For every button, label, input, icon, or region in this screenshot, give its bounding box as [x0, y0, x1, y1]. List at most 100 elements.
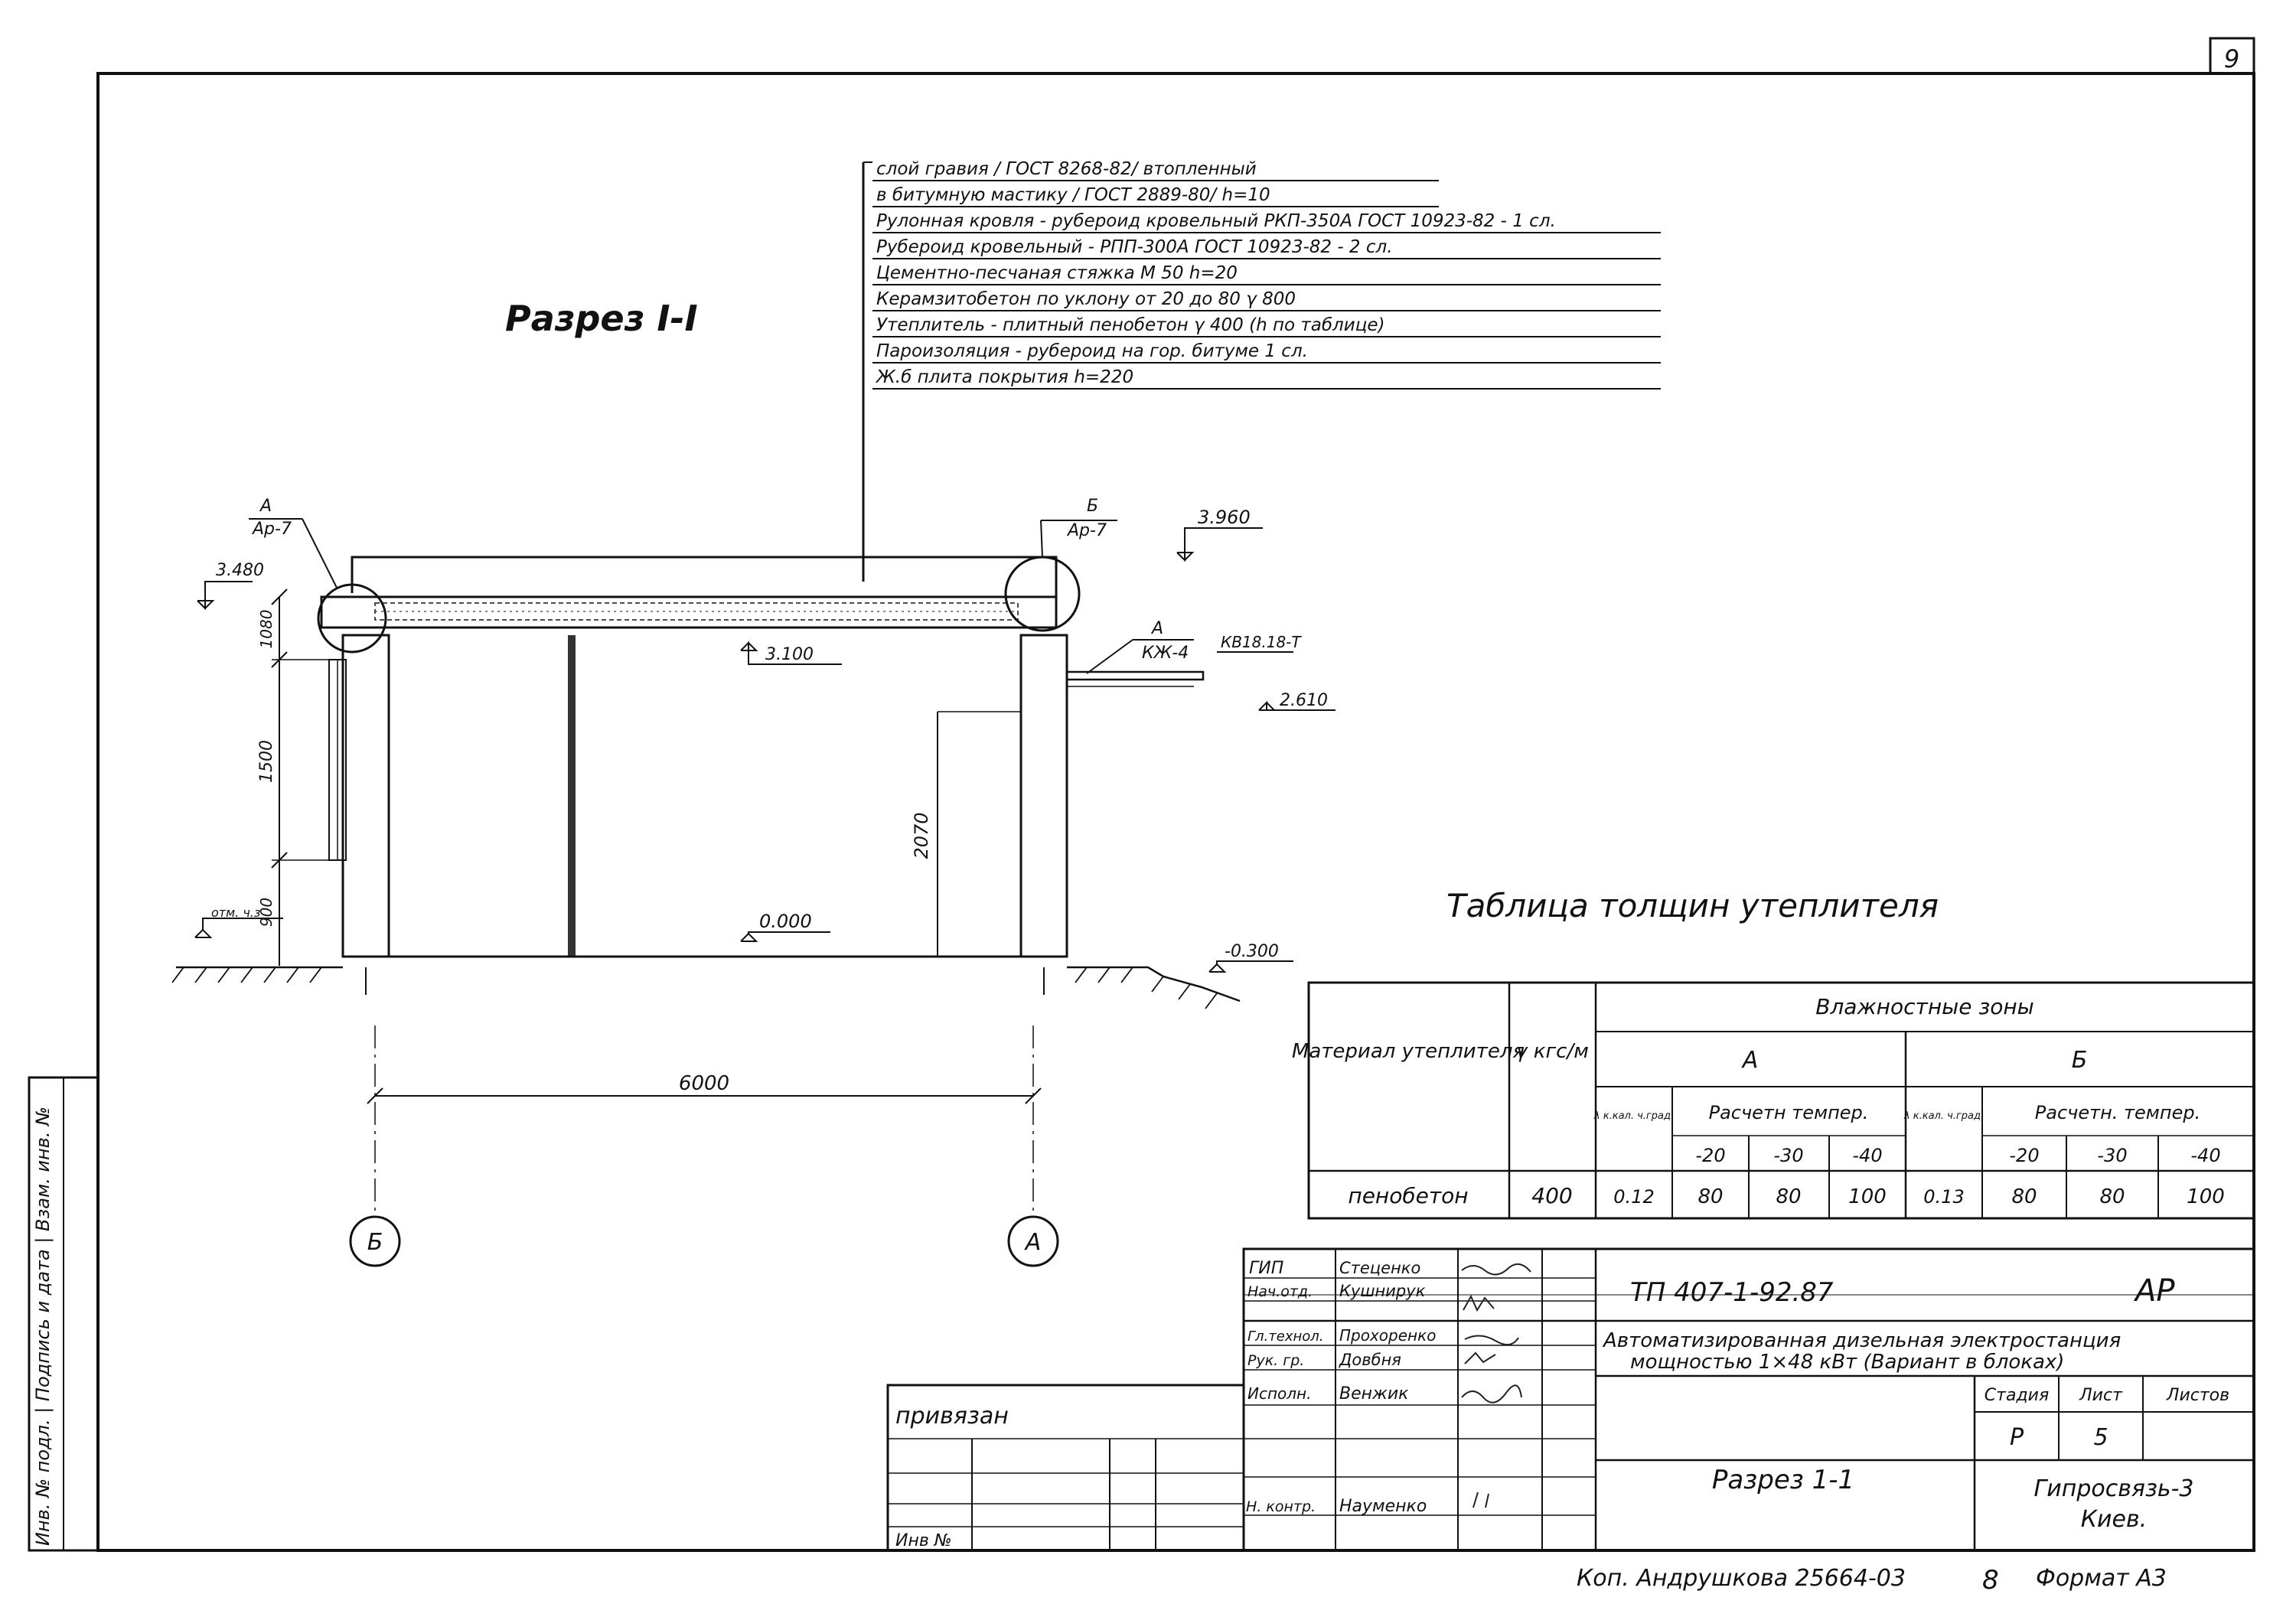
axis-bubble-right: [1007, 1215, 1059, 1267]
canopy: [1065, 670, 1205, 681]
role-head-dept: Нач.отд.: [1247, 1283, 1313, 1300]
table-row-lambda-a: 0.12: [1613, 1186, 1654, 1208]
footer-format: Формат А3: [2036, 1565, 2167, 1592]
roof-layer-2: в битумную мастику / ГОСТ 2889-80/ h=10: [876, 185, 1270, 205]
sheet-number-box: [2209, 37, 2255, 75]
canopy-ref-top: А: [1150, 619, 1163, 638]
table-head-zones: Влажностные зоны: [1815, 994, 2034, 1019]
axis-label-left: Б: [367, 1229, 383, 1256]
role-norm-control: Н. контр.: [1246, 1498, 1316, 1515]
side-stamp-text: Инв. № подл. | Подпись и дата | Взам. ин…: [32, 1107, 54, 1546]
table-temp-head-b: Расчетн. темпер.: [2035, 1102, 2200, 1123]
table-lambda-a: λ к.кал. ч.град.: [1593, 1110, 1674, 1122]
level-ground: -0.300: [1225, 942, 1279, 961]
sheet-value: 5: [2093, 1424, 2108, 1451]
level-parapet-right: 3.960: [1198, 507, 1251, 528]
table-row-b-1: 80: [2011, 1185, 2037, 1208]
building-section: [171, 518, 1336, 1267]
table-temp-b-2: -30: [2097, 1145, 2127, 1166]
title-block: [886, 1247, 2255, 1552]
right-node-ref-bottom: Ар-7: [1066, 521, 1107, 540]
table-temp-head-a: Расчетн темпер.: [1709, 1102, 1869, 1123]
table-temp-b-3: -40: [2190, 1145, 2220, 1166]
name-venzhik: Венжик: [1339, 1384, 1409, 1403]
roof-layer-4: Рубероид кровельный - РПП-300А ГОСТ 1092…: [876, 237, 1393, 257]
table-row-a-2: 80: [1776, 1185, 1801, 1208]
footer-copied: Коп. Андрушкова 25664-03: [1577, 1565, 1906, 1592]
right-node-ref-top: Б: [1087, 497, 1098, 516]
sheets-head: Листов: [2166, 1386, 2229, 1405]
role-chief-tech: Гл.технол.: [1247, 1328, 1323, 1345]
discipline-code: АР: [2133, 1273, 2175, 1309]
role-group-lead: Рук. гр.: [1247, 1352, 1304, 1369]
canopy-mark: КВ18.18-Т: [1221, 633, 1302, 651]
roof-layer-list: слой гравия / ГОСТ 8268-82/ втопленный в…: [862, 159, 1661, 582]
table-row-a-1: 80: [1698, 1185, 1723, 1208]
footer-num: 8: [1982, 1565, 1999, 1596]
sheet-head: Лист: [2079, 1386, 2123, 1405]
signature-marks: [1461, 1263, 1531, 1508]
dim-parapet: 1080: [257, 610, 276, 649]
roof-layer-6: Керамзитобетон по уклону от 20 до 80 γ 8…: [876, 289, 1296, 309]
table-row-a-3: 100: [1848, 1185, 1887, 1208]
table-head-material: Материал утеплителя: [1292, 1040, 1525, 1063]
table-row-material: пенобетон: [1348, 1183, 1468, 1208]
detail-circle-left: [317, 583, 387, 654]
table-head-gamma: γ кгс/м: [1515, 1040, 1589, 1063]
table-lambda-b: λ к.кал. ч.град.: [1903, 1110, 1984, 1122]
name-kushniruk: Кушнирук: [1339, 1282, 1426, 1300]
section-title: Разрез I-I: [505, 298, 698, 339]
role-executor: Исполн.: [1247, 1384, 1312, 1403]
table-temp-a-2: -30: [1773, 1145, 1803, 1166]
left-wall: [341, 634, 390, 958]
level-floor: 0.000: [759, 911, 812, 932]
project-title-1: Автоматизированная дизельная электростан…: [1602, 1329, 2121, 1352]
table-temp-a-3: -40: [1852, 1145, 1882, 1166]
name-stetsenko: Стеценко: [1339, 1259, 1420, 1277]
project-code: ТП 407-1-92.87: [1630, 1277, 1834, 1308]
table-row-b-3: 100: [2187, 1185, 2225, 1208]
detail-circle-right: [1004, 556, 1081, 632]
interior-partition: [568, 635, 576, 957]
role-gip: ГИП: [1249, 1259, 1283, 1278]
parapet-outline: [351, 556, 1058, 597]
level-ground-left: отм. ч.з: [211, 905, 260, 920]
roof-layer-3: Рулонная кровля - рубероид кровельный РК…: [876, 211, 1556, 231]
table-row-lambda-b: 0.13: [1923, 1186, 1964, 1208]
stage-head: Стадия: [1985, 1386, 2049, 1405]
level-parapet-left: 3.480: [216, 561, 264, 580]
table-temp-b-1: -20: [2009, 1145, 2039, 1166]
axis-label-right: А: [1024, 1229, 1042, 1256]
dim-span: 6000: [679, 1072, 729, 1095]
project-title-2: мощностью 1×48 кВт (Вариант в блоках): [1630, 1351, 2064, 1374]
sheet-number: 9: [2224, 44, 2239, 73]
sheet-title: Разрез 1-1: [1712, 1465, 1854, 1495]
stage-value: Р: [2010, 1424, 2024, 1451]
table-title: Таблица толщин утеплителя: [1446, 887, 1939, 924]
roof-layer-9: Ж.б плита покрытия h=220: [875, 367, 1133, 387]
left-node-ref-top: А: [259, 497, 272, 516]
table-row-b-2: 80: [2099, 1185, 2125, 1208]
dim-sill: 900: [257, 898, 276, 927]
level-canopy: 2.610: [1280, 691, 1328, 710]
roof-layer-5: Цементно-песчаная стяжка М 50 h=20: [876, 263, 1238, 283]
inv-no-label: Инв №: [895, 1531, 952, 1550]
org-name-1: Гипросвязь-3: [2034, 1475, 2194, 1502]
roof-layer-8: Пароизоляция - рубероид на гор. битуме 1…: [876, 341, 1308, 361]
axis-bubble-left: [349, 1215, 401, 1267]
org-name-2: Киев.: [2081, 1506, 2147, 1533]
roof-layer-7: Утеплитель - плитный пенобетон γ 400 (h …: [876, 315, 1384, 335]
name-dovbnya: Довбня: [1339, 1351, 1401, 1369]
linked-label: привязан: [895, 1403, 1009, 1430]
name-prokhorenko: Прохоренко: [1339, 1326, 1436, 1345]
table-zone-b: Б: [2072, 1047, 2088, 1074]
name-naumenko: Науменко: [1339, 1497, 1427, 1516]
dim-window: 1500: [257, 740, 276, 783]
left-node-ref-bottom: Ар-7: [251, 520, 292, 539]
canopy-ref-bottom: КЖ-4: [1142, 644, 1189, 663]
table-row-gamma: 400: [1531, 1183, 1572, 1208]
table-zone-a: А: [1741, 1047, 1759, 1074]
table-temp-a-1: -20: [1695, 1145, 1725, 1166]
dim-door: 2070: [911, 812, 932, 859]
